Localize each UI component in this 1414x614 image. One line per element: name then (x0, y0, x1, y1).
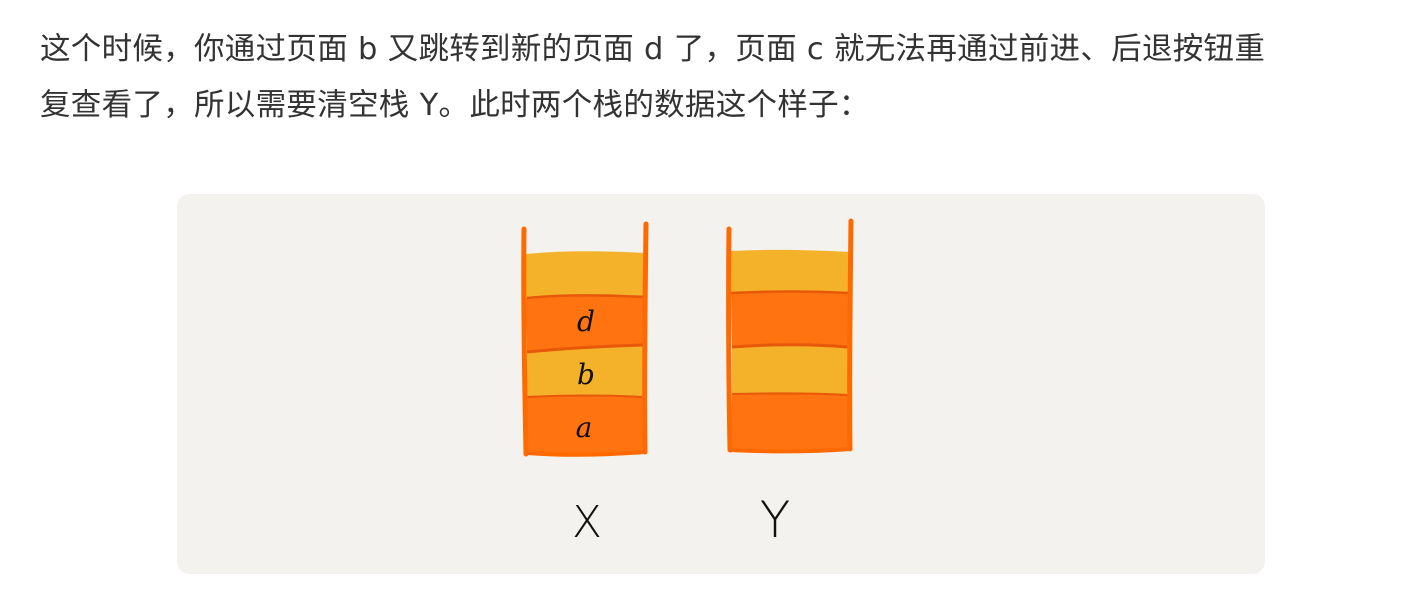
article-paragraph: 这个时候，你通过页面 b 又跳转到新的页面 d 了，页面 c 就无法再通过前进、… (40, 22, 1390, 134)
stack-x: d b a X (521, 221, 649, 548)
stack-y-bottom (728, 447, 852, 454)
stack-x-slot-label-a: a (576, 411, 593, 444)
stack-y: Y (726, 218, 854, 549)
stack-y-label: Y (760, 491, 791, 549)
paragraph-line-2: 复查看了，所以需要清空栈 Y。此时两个栈的数据这个样子： (40, 88, 870, 123)
stack-x-slot-label-b: b (577, 358, 595, 391)
stack-x-bottom (524, 450, 647, 457)
stack-x-label: X (572, 497, 602, 548)
stack-x-wall-left (521, 226, 529, 457)
stack-x-divider-1 (526, 394, 644, 398)
stack-x-band-4 (526, 251, 645, 298)
stack-x-divider-2 (526, 294, 645, 300)
stack-y-wall-left (726, 226, 733, 453)
stack-y-band-2 (732, 344, 848, 395)
stack-diagram-canvas: d b a X Y (521, 218, 854, 549)
stack-y-divider-1 (731, 392, 849, 396)
stack-x-slot-label-d: d (577, 305, 595, 338)
stack-x-band-2 (527, 345, 643, 397)
stack-x-band-3 (526, 295, 644, 352)
stack-diagram: d b a X Y (177, 194, 1265, 574)
stack-x-band-1 (526, 395, 644, 455)
stack-y-band-3 (731, 291, 848, 347)
stack-y-wall-right (847, 218, 854, 452)
paragraph-line-1: 这个时候，你通过页面 b 又跳转到新的页面 d 了，页面 c 就无法再通过前进、… (40, 32, 1266, 67)
stack-y-band-1 (731, 393, 849, 452)
stack-y-divider-3 (731, 343, 849, 349)
stack-y-divider-2 (730, 290, 849, 295)
stack-x-divider-3 (526, 343, 644, 354)
stack-y-band-4 (731, 249, 849, 293)
stack-x-wall-right (642, 221, 649, 455)
